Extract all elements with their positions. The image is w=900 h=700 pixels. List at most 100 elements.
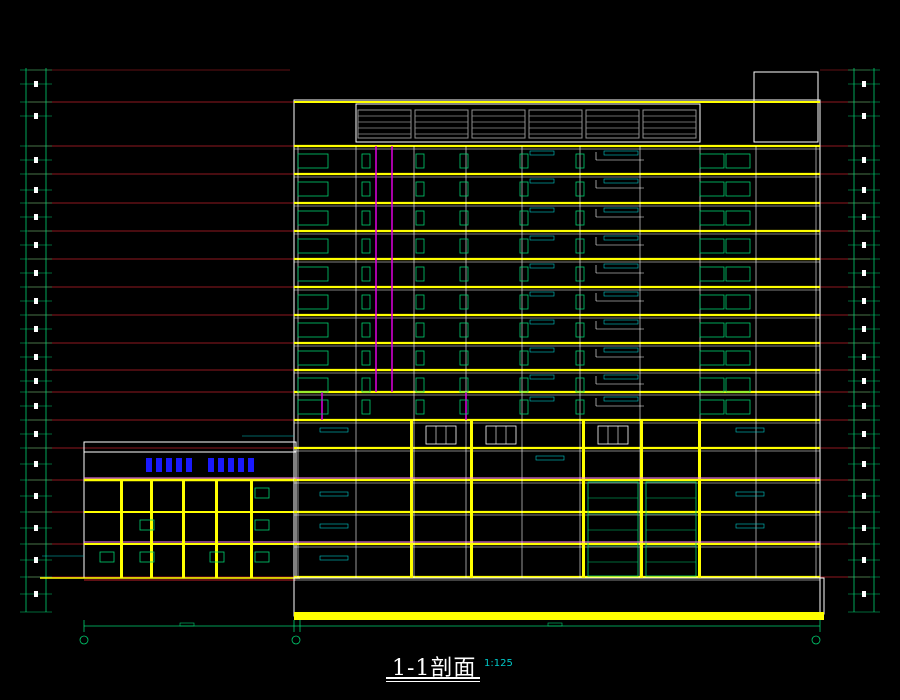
basement [293,577,825,615]
level-marker [34,354,38,360]
room-label [603,235,639,241]
window [699,322,725,338]
door [415,399,425,415]
level-marker [862,81,866,87]
door [361,399,371,415]
window [699,399,725,415]
level-marker [862,326,866,332]
room-label [603,178,639,184]
door [415,377,425,393]
door [459,210,469,226]
door [459,153,469,169]
level-marker [34,113,38,119]
window [297,153,329,169]
room-label [529,374,555,380]
door [415,266,425,282]
podium-window [99,551,115,563]
window-frame [425,425,457,445]
annotation-text [319,523,349,529]
blue-unit [218,458,224,472]
lower-column [582,420,585,578]
blue-unit [208,458,214,472]
room-label [529,235,555,241]
section-details [42,427,765,561]
door [361,322,371,338]
machine-room [753,71,819,143]
door [575,377,585,393]
window [725,266,751,282]
level-marker [34,591,38,597]
axis-bubble-icon [291,635,301,645]
annotation-text [735,491,765,497]
annotation-text [319,555,349,561]
window [297,399,329,415]
bottom-dimensions [79,620,821,645]
blue-unit [146,458,152,472]
level-marker [862,525,866,531]
window [725,322,751,338]
right-elevation-dimensions [848,68,880,613]
roof-panel [357,109,412,139]
window [699,350,725,366]
window [699,377,725,393]
room-label [529,178,555,184]
level-marker [34,557,38,563]
podium-column [250,480,253,578]
door [361,294,371,310]
level-marker [862,378,866,384]
level-marker [34,81,38,87]
level-marker [34,214,38,220]
door [459,238,469,254]
annotation-text [535,455,565,461]
level-marker [862,557,866,563]
window [297,377,329,393]
door [519,377,529,393]
door [361,153,371,169]
window [297,350,329,366]
door [415,181,425,197]
door [415,322,425,338]
level-marker [34,403,38,409]
door [519,294,529,310]
room-label [603,207,639,213]
room-label [529,207,555,213]
door [519,266,529,282]
door [575,210,585,226]
lower-column [698,420,701,578]
room-label [603,396,639,402]
window [725,238,751,254]
drawing-scale: 1:125 [484,658,513,669]
level-marker [862,242,866,248]
door [415,238,425,254]
podium-window [139,551,155,563]
window [699,266,725,282]
podium-column [150,480,153,578]
window [725,399,751,415]
level-marker [34,525,38,531]
podium-column [215,480,218,578]
room-label [603,150,639,156]
axis-bubble-icon [79,635,89,645]
level-marker [34,187,38,193]
title-underline-thin [386,681,480,682]
door [459,399,469,415]
dimension-value [547,622,563,627]
room-label [603,347,639,353]
room-label [603,291,639,297]
window [699,294,725,310]
drawing-title: 1-1剖面 [392,656,477,681]
window [297,266,329,282]
room-label [529,150,555,156]
door [361,377,371,393]
room-label [603,319,639,325]
door [519,181,529,197]
roof-panel [471,109,526,139]
podium-block [40,441,300,581]
level-marker [862,214,866,220]
annotation-text [735,523,765,529]
window [297,210,329,226]
tower-outline [293,99,821,617]
door [519,350,529,366]
window [725,153,751,169]
